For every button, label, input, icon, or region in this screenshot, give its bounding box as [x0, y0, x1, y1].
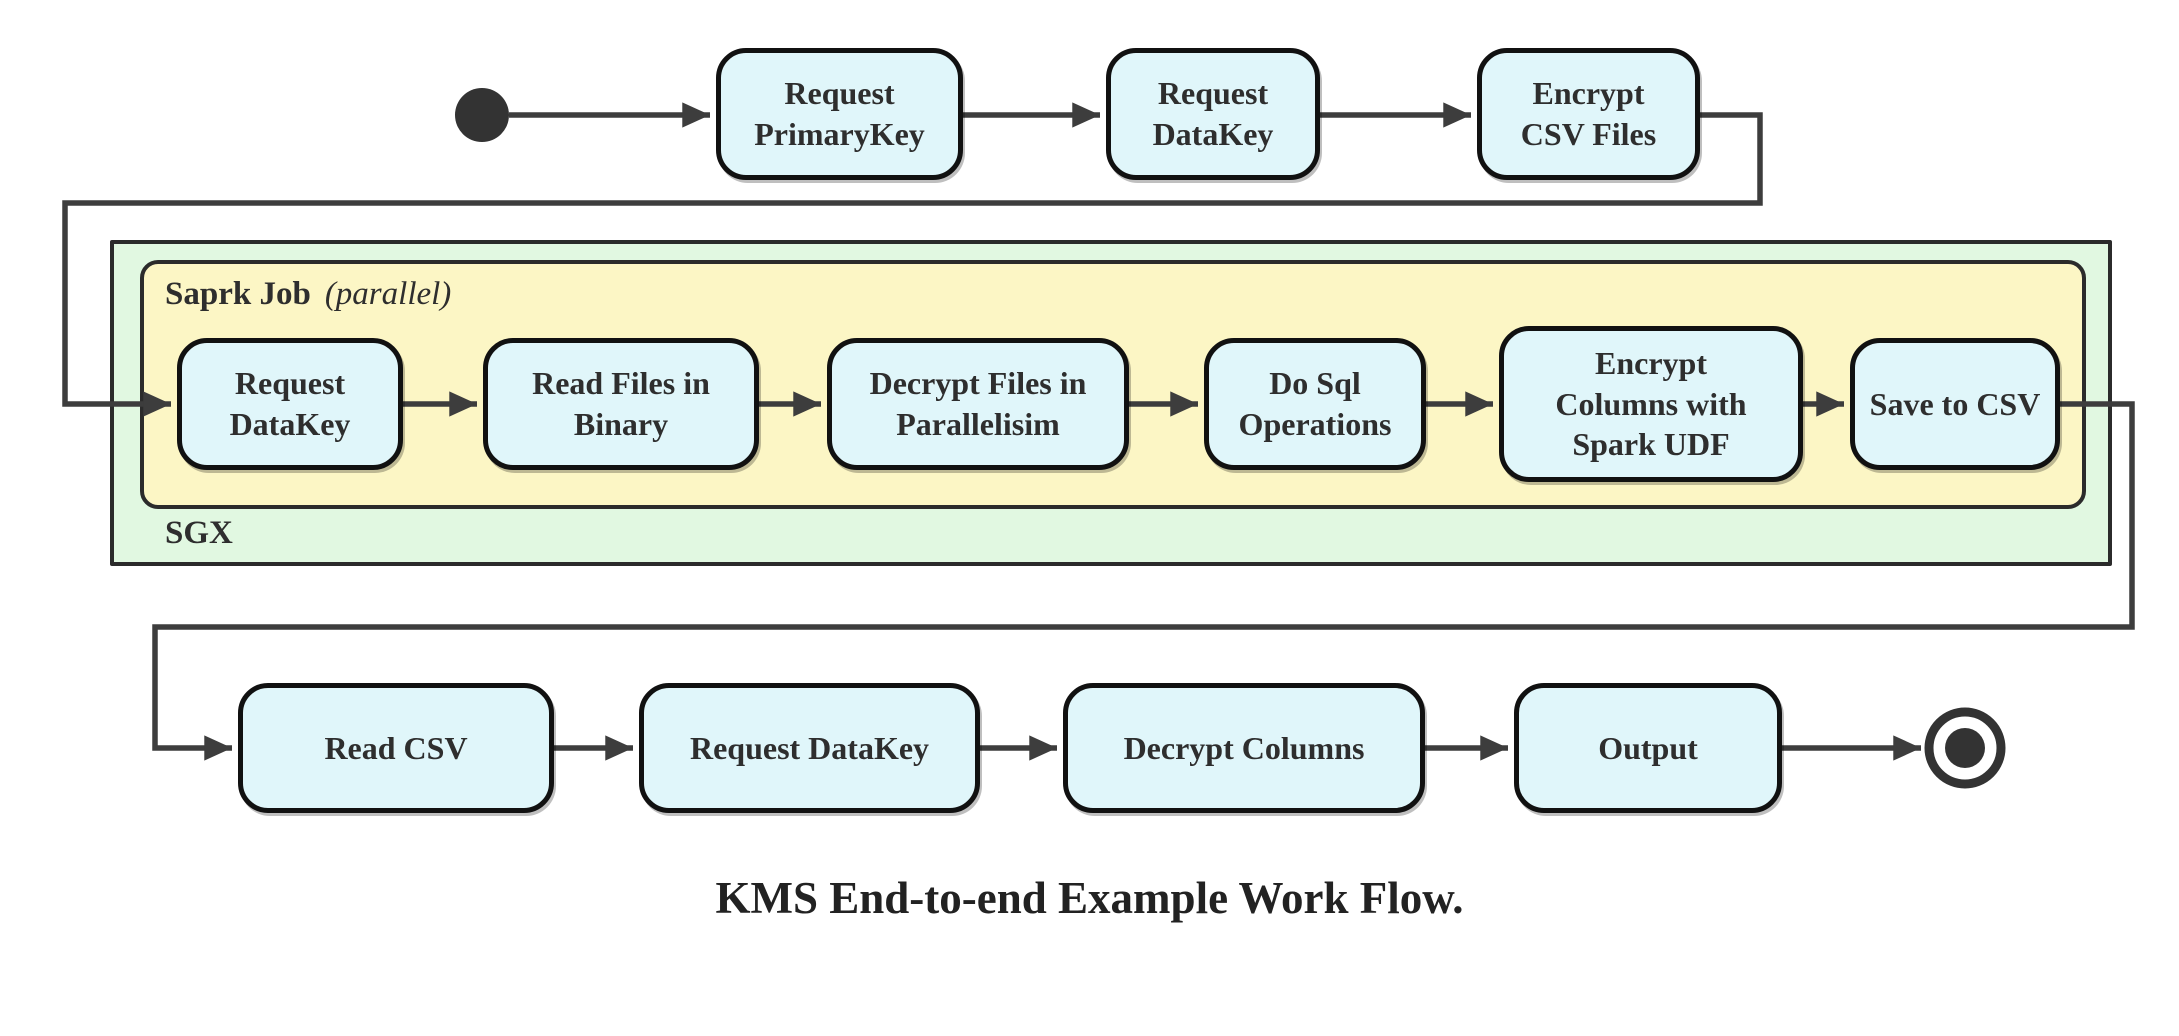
spark-job-title: Saprk Job	[165, 276, 311, 312]
node-output: Output	[1514, 683, 1782, 813]
node-request-datakey-top: Request DataKey	[1106, 48, 1320, 180]
node-spark-request-datakey: Request DataKey	[177, 338, 403, 470]
node-read-csv: Read CSV	[238, 683, 554, 813]
edge-save-csv-to-read-csv	[152, 401, 2135, 761]
node-do-sql-operations: Do Sql Operations	[1204, 338, 1426, 470]
edge-encrypt-csv-to-spark-request-datakey	[62, 112, 1763, 417]
spark-job-label: Saprk Job (parallel)	[165, 276, 451, 313]
spark-job-annotation: (parallel)	[324, 276, 452, 312]
node-encrypt-columns-with-spark-udf: Encrypt Columns with Spark UDF	[1499, 326, 1803, 482]
node-request-datakey-bottom: Request DataKey	[639, 683, 980, 813]
diagram-caption: KMS End-to-end Example Work Flow.	[715, 873, 1464, 923]
sgx-label: SGX	[165, 515, 233, 551]
end-node-outer-ring-icon	[1924, 707, 2006, 789]
node-decrypt-columns: Decrypt Columns	[1063, 683, 1425, 813]
node-save-to-csv: Save to CSV	[1850, 338, 2060, 470]
end-node-icon	[1945, 728, 1985, 768]
node-decrypt-files-in-parallelisim: Decrypt Files in Parallelisim	[827, 338, 1129, 470]
start-node-icon	[455, 88, 509, 142]
node-request-primarykey: Request PrimaryKey	[716, 48, 963, 180]
node-read-files-in-binary: Read Files in Binary	[483, 338, 759, 470]
node-encrypt-csv-files: Encrypt CSV Files	[1477, 48, 1700, 180]
